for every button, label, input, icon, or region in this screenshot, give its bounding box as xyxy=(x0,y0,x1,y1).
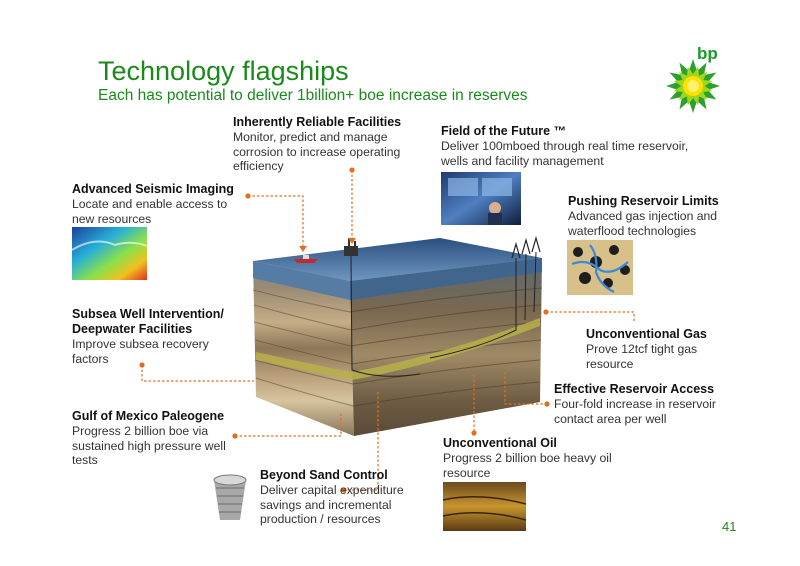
ship-icon xyxy=(294,255,318,263)
derrick-icons xyxy=(511,235,541,259)
callout-heading: Subsea Well Intervention/ Deepwater Faci… xyxy=(72,307,224,336)
front-strata xyxy=(253,261,354,436)
callout-text: Locate and enable access to new resource… xyxy=(72,197,228,226)
callout-unconventional-gas: Unconventional Gas Prove 12tcf tight gas… xyxy=(586,327,736,371)
callout-text: Four-fold increase in reservoir contact … xyxy=(554,397,716,426)
callout-text: Prove 12tcf tight gas resource xyxy=(586,342,698,371)
callout-heading: Unconventional Gas xyxy=(586,327,707,341)
callout-text: Improve subsea recovery factors xyxy=(72,337,209,366)
callout-heading: Inherently Reliable Facilities xyxy=(233,115,402,129)
heavy-oil-core-image-icon xyxy=(442,482,527,531)
callout-heading: Advanced Seismic Imaging xyxy=(72,182,234,196)
page-title: Technology flagships xyxy=(98,56,349,86)
callout-pushing-reservoir-limits: Pushing Reservoir Limits Advanced gas in… xyxy=(568,194,743,238)
callout-text: Deliver capital expenditure savings and … xyxy=(260,483,404,526)
callout-text: Progress 2 billion boe heavy oil resourc… xyxy=(443,451,612,480)
callout-effective-reservoir-access: Effective Reservoir Access Four-fold inc… xyxy=(554,382,739,426)
page-number: 41 xyxy=(722,519,737,534)
callout-field-of-the-future: Field of the Future ™ Deliver 100mboed t… xyxy=(441,124,691,168)
callout-text: Deliver 100mboed through real time reser… xyxy=(441,139,689,168)
callout-advanced-seismic-imaging: Advanced Seismic Imaging Locate and enab… xyxy=(72,182,252,226)
callout-heading: Pushing Reservoir Limits xyxy=(568,194,719,208)
sea-surface xyxy=(253,238,542,281)
callout-heading: Effective Reservoir Access xyxy=(554,382,715,396)
pore-network-image-icon xyxy=(567,240,633,295)
callout-gulf-of-mexico-paleogene: Gulf of Mexico Paleogene Progress 2 bill… xyxy=(72,409,237,468)
bp-logo-text: bp xyxy=(697,44,718,63)
sand-screen-image-icon xyxy=(213,474,247,520)
callout-text: Progress 2 billion boe via sustained hig… xyxy=(72,424,226,467)
callout-beyond-sand-control: Beyond Sand Control Deliver capital expe… xyxy=(260,468,430,527)
seismic-image-icon xyxy=(71,227,148,280)
callout-text: Advanced gas injection and waterflood te… xyxy=(568,209,718,238)
callout-subsea-well-intervention: Subsea Well Intervention/ Deepwater Faci… xyxy=(72,307,247,366)
callout-text: Monitor, predict and manage corrosion to… xyxy=(233,130,401,173)
side-strata xyxy=(350,258,542,436)
callout-inherently-reliable-facilities: Inherently Reliable Facilities Monitor, … xyxy=(233,115,428,174)
platform-icon xyxy=(344,238,358,256)
page-subtitle: Each has potential to deliver 1billion+ … xyxy=(98,87,528,104)
callout-heading: Unconventional Oil xyxy=(443,436,557,450)
callout-heading: Beyond Sand Control xyxy=(260,468,388,482)
callout-heading: Gulf of Mexico Paleogene xyxy=(72,409,225,423)
callout-unconventional-oil: Unconventional Oil Progress 2 billion bo… xyxy=(443,436,623,480)
callout-heading: Field of the Future ™ xyxy=(441,124,566,138)
control-room-image-icon xyxy=(441,172,521,225)
